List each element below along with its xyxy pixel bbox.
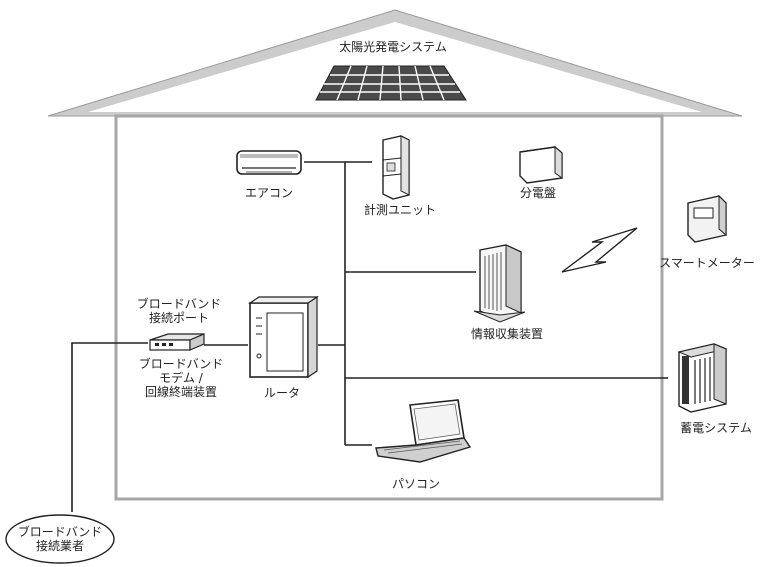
smart-meter-icon <box>687 194 727 243</box>
pc-label: パソコン <box>391 477 441 491</box>
smart-meter-label: スマートメーター <box>659 256 755 270</box>
broadband-provider-label: ブロードバンド 接続業者 <box>17 525 103 553</box>
battery-storage-icon <box>677 343 728 413</box>
solar-system-label: 太陽光発電システム <box>339 40 447 54</box>
router-icon <box>248 295 319 379</box>
measurement-unit-label: 計測ユニット <box>363 203 437 217</box>
solar-panel-icon <box>315 65 467 101</box>
info-collector-icon <box>473 244 526 323</box>
air-conditioner-icon <box>236 150 302 175</box>
lightning-bolt-icon <box>561 227 638 273</box>
router-label: ルータ <box>263 386 301 400</box>
broadband-modem-label: ブロードバンド モデム / 回線終端装置 <box>138 357 224 399</box>
measurement-unit-icon <box>382 135 410 200</box>
broadband-port-label: ブロードバンド 接続ポート <box>136 297 222 325</box>
laptop-icon <box>375 399 472 463</box>
modem-icon <box>149 333 205 351</box>
provider-ellipse <box>5 514 115 564</box>
info-collector-label: 情報収集装置 <box>470 327 544 341</box>
distribution-board-icon <box>519 145 563 184</box>
network-wiring <box>71 161 668 512</box>
aircon-label: エアコン <box>244 186 294 200</box>
distribution-board-label: 分電盤 <box>519 186 557 200</box>
storage-system-label: 蓄電システム <box>680 421 752 435</box>
